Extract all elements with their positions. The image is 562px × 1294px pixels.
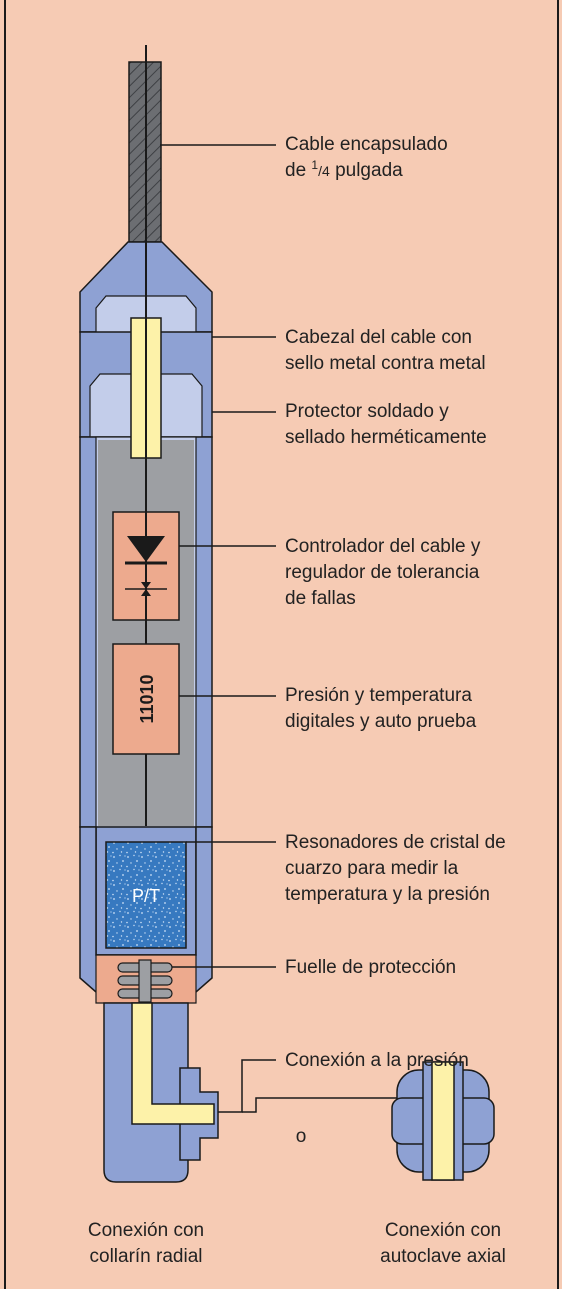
labels: Cable encapsulado de 1/4 pulgada Cabezal… [88,134,506,1267]
label-protector-line2: sellado herméticamente [285,427,487,448]
label-head-line1: Cabezal del cable con [285,327,472,348]
label-digital-line2: digitales y auto prueba [285,711,477,732]
label-axial-line2: autoclave axial [380,1246,506,1267]
label-cable-line1: Cable encapsulado [285,134,448,155]
bellows-section [79,826,213,1004]
label-resonator-line1: Resonadores de cristal de [285,832,506,853]
label-pressure-connection: Conexión a la presión [285,1050,469,1071]
label-axial-line1: Conexión con [385,1220,501,1241]
label-cable-line2: de 1/4 pulgada [285,158,403,181]
label-radial-line1: Conexión con [88,1220,204,1241]
label-controller-line1: Controlador del cable y [285,536,481,557]
label-radial-line2: collarín radial [90,1246,203,1267]
digital-chip: 11010 [112,643,180,755]
label-controller-line2: regulador de tolerancia [285,562,480,583]
sensor-text: P/T [132,886,160,906]
label-digital-line1: Presión y temperatura [285,685,472,706]
callout-lines [160,144,397,1113]
label-protector-line1: Protector soldado y [285,401,449,422]
radial-collar-connection [103,1002,219,1183]
cable-controller [112,511,180,621]
label-resonator-line3: temperatura y la presión [285,884,490,905]
chip-code: 11010 [137,674,157,723]
label-or: o [296,1126,307,1147]
resonator-housing: P/T [95,826,197,956]
label-bellows: Fuelle de protección [285,957,456,978]
label-resonator-line2: cuarzo para medir la [285,858,459,879]
label-head-line2: sello metal contra metal [285,353,486,374]
axial-autoclave-connection [391,1061,495,1181]
label-controller-line3: de fallas [285,588,356,609]
